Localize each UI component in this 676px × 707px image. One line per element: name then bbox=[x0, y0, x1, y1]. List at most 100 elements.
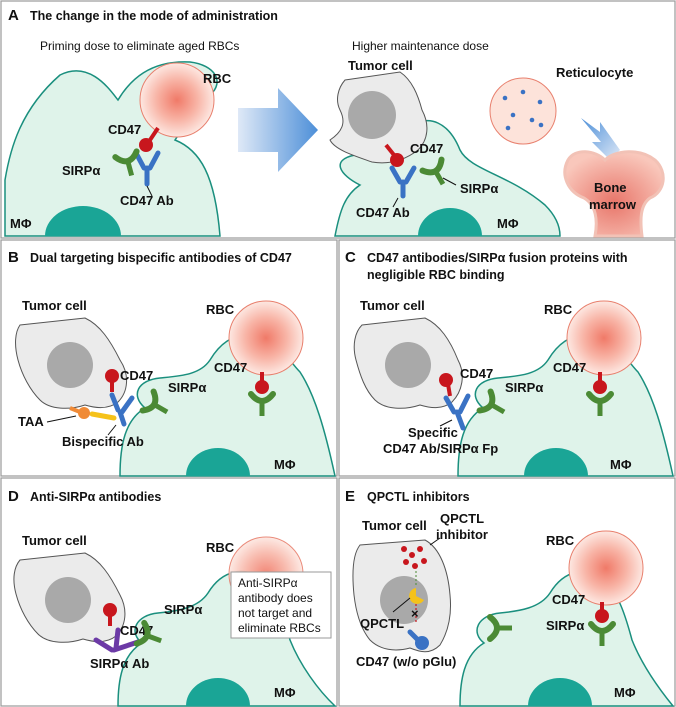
qpctl-label: QPCTL bbox=[360, 616, 404, 631]
panel-c-title-1: CD47 antibodies/SIRPα fusion proteins wi… bbox=[367, 251, 628, 265]
note-d-line-1: Anti-SIRPα bbox=[238, 576, 298, 590]
tumor-label-c: Tumor cell bbox=[360, 298, 425, 313]
specific-label-c-1: Specific bbox=[408, 425, 458, 440]
macrophage-nucleus-a-left bbox=[45, 206, 121, 236]
sirpa-b-rbc bbox=[248, 391, 276, 416]
macrophage-nucleus-d bbox=[186, 678, 250, 706]
tumor-nucleus-d bbox=[45, 577, 91, 623]
panel-a: A The change in the mode of administrati… bbox=[0, 0, 676, 239]
mphi-label-d: MΦ bbox=[274, 685, 296, 700]
sirpa-label-c: SIRPα bbox=[505, 380, 543, 395]
cd47-no-pglu-label: CD47 (w/o pGlu) bbox=[356, 654, 456, 669]
cd47-label-a-right: CD47 bbox=[410, 141, 443, 156]
rbc-b bbox=[228, 300, 304, 376]
cd47-label-b-tumor: CD47 bbox=[120, 368, 153, 383]
macrophage-nucleus-a-right bbox=[418, 208, 482, 236]
taa-b bbox=[69, 406, 90, 419]
reticulocyte-label: Reticulocyte bbox=[556, 65, 633, 80]
sirpa-e-left bbox=[487, 614, 512, 642]
taa-label-b: TAA bbox=[18, 414, 44, 429]
sirpa-c bbox=[476, 388, 506, 415]
mphi-label-a-right: MΦ bbox=[497, 216, 519, 231]
sirpa-c-rbc bbox=[586, 391, 614, 416]
macrophage-nucleus-c bbox=[524, 448, 588, 476]
rbc-label-d: RBC bbox=[206, 540, 235, 555]
mphi-label-e: MΦ bbox=[614, 685, 636, 700]
sirpa-d bbox=[133, 619, 163, 647]
sirpa-label-e: SIRPα bbox=[546, 618, 584, 633]
sirpa-label-b: SIRPα bbox=[168, 380, 206, 395]
panel-d-title: Anti-SIRPα antibodies bbox=[30, 490, 161, 504]
panel-c: C CD47 antibodies/SIRPα fusion proteins … bbox=[338, 239, 676, 477]
cd47-c-tumor bbox=[439, 373, 453, 397]
cd47-ab-label-a-right: CD47 Ab bbox=[356, 205, 410, 220]
panel-c-title-2: negligible RBC binding bbox=[367, 268, 505, 282]
bone-label-2: marrow bbox=[589, 197, 637, 212]
svg-text:×: × bbox=[411, 606, 419, 621]
qpctl-inhibitor-dots bbox=[401, 546, 427, 569]
sirpa-b bbox=[139, 388, 169, 415]
cd47-b-rbc bbox=[255, 372, 269, 394]
cd47-d bbox=[103, 603, 117, 626]
specific-label-c-2: CD47 Ab/SIRPα Fp bbox=[383, 441, 498, 456]
note-d-line-2: antibody does bbox=[238, 591, 313, 605]
qpctl-inhibitor-label-1: QPCTL bbox=[440, 511, 484, 526]
rbc-label-a-left: RBC bbox=[203, 71, 232, 86]
mphi-label-a-left: MΦ bbox=[10, 216, 32, 231]
sirpa-e-rbc bbox=[588, 621, 616, 646]
macrophage-nucleus-e bbox=[528, 678, 592, 706]
note-d-line-3: not target and bbox=[238, 606, 312, 620]
cd47-label-a-left: CD47 bbox=[108, 122, 141, 137]
panel-a-left-subtitle: Priming dose to eliminate aged RBCs bbox=[40, 39, 239, 53]
panel-e-title: QPCTL inhibitors bbox=[367, 490, 470, 504]
transition-arrow bbox=[238, 88, 318, 172]
cd47-e-rbc bbox=[595, 602, 609, 623]
panel-e: E QPCTL inhibitors MΦ Tumor cell QPCTL i… bbox=[338, 477, 676, 707]
specific-ab-c bbox=[443, 393, 471, 431]
sirpa-a-left bbox=[112, 148, 140, 177]
rbc-label-e: RBC bbox=[546, 533, 575, 548]
rbc-label-c: RBC bbox=[544, 302, 573, 317]
tumor-nucleus-c bbox=[385, 342, 431, 388]
cd47-no-pglu bbox=[407, 629, 429, 650]
cd47-a-right bbox=[384, 143, 404, 167]
tumor-nucleus-b bbox=[47, 342, 93, 388]
macrophage-nucleus-b bbox=[186, 448, 250, 476]
blocked-arrow: × bbox=[411, 604, 419, 622]
cd47-b-tumor bbox=[105, 369, 119, 392]
bone-marrow bbox=[563, 150, 665, 238]
panel-a-title: The change in the mode of administration bbox=[30, 9, 278, 23]
panel-e-letter: E bbox=[345, 488, 355, 505]
panel-b-letter: B bbox=[8, 249, 19, 266]
tumor-label-e: Tumor cell bbox=[362, 518, 427, 533]
sirpa-label-d: SIRPα bbox=[164, 602, 202, 617]
bispecific-ab-b bbox=[89, 392, 135, 427]
tumor-nucleus-a-right bbox=[348, 91, 396, 139]
bispecific-label-b: Bispecific Ab bbox=[62, 434, 144, 449]
rbc-label-b: RBC bbox=[206, 302, 235, 317]
panel-b-title: Dual targeting bispecific antibodies of … bbox=[30, 251, 292, 265]
cd47-c-rbc bbox=[593, 372, 607, 394]
sirpa-ab-label-d: SIRPα Ab bbox=[90, 656, 149, 671]
panel-c-letter: C bbox=[345, 249, 356, 266]
qpctl-inhibitor-label-2: inhibitor bbox=[436, 527, 488, 542]
cd47-a-left bbox=[139, 126, 160, 152]
sirpa-label-a-left: SIRPα bbox=[62, 163, 100, 178]
panel-a-right-subtitle: Higher maintenance dose bbox=[352, 39, 489, 53]
panel-d: D Anti-SIRPα antibodies MΦ Tumor cell CD… bbox=[0, 477, 338, 707]
rbc-a-left bbox=[139, 62, 215, 138]
rbc-c bbox=[566, 300, 642, 376]
cd47-label-b-rbc: CD47 bbox=[214, 360, 247, 375]
cd47-ab-a-right bbox=[389, 165, 417, 199]
tumor-label-b: Tumor cell bbox=[22, 298, 87, 313]
reticulocyte bbox=[489, 77, 557, 145]
sirpa-a-right bbox=[419, 156, 446, 186]
note-box-d bbox=[230, 571, 332, 639]
bone-label-1: Bone bbox=[594, 180, 627, 195]
cd47-label-c-rbc: CD47 bbox=[553, 360, 586, 375]
rbc-e bbox=[568, 530, 644, 606]
reticulocyte-dots bbox=[502, 89, 544, 131]
mphi-label-b: MΦ bbox=[274, 457, 296, 472]
cd47-label-e-rbc: CD47 bbox=[552, 592, 585, 607]
panel-b: B Dual targeting bispecific antibodies o… bbox=[0, 239, 338, 477]
